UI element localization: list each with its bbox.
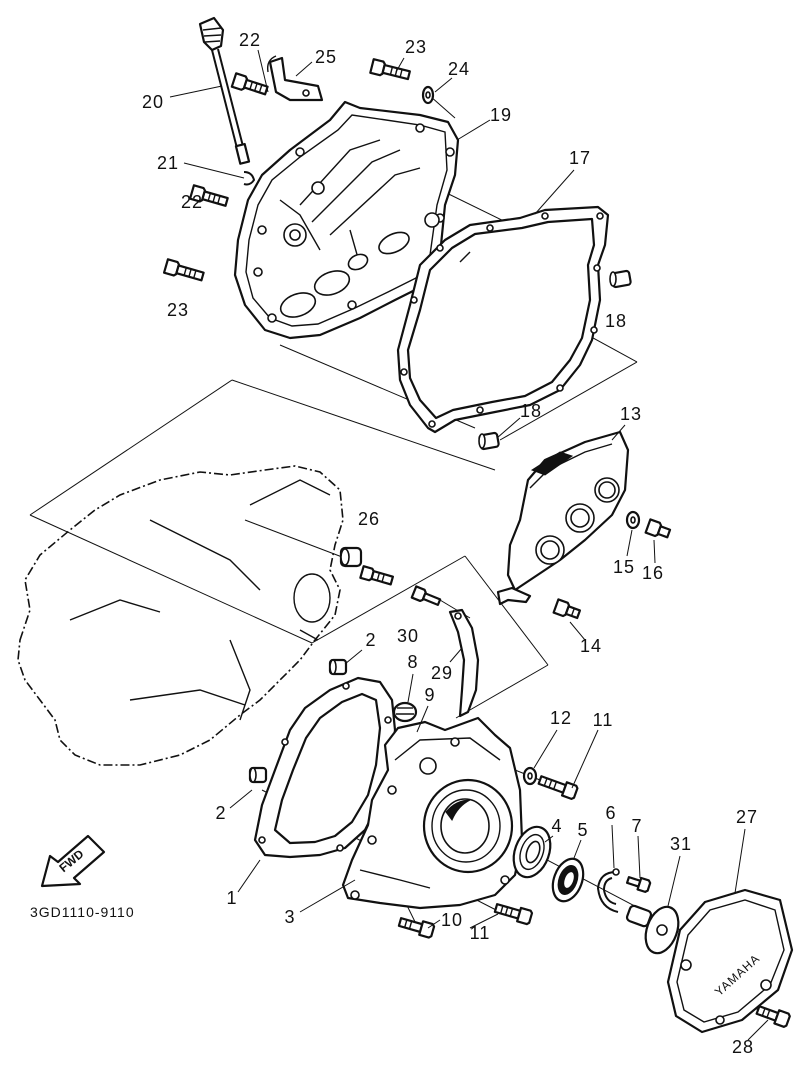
callout-19: 19 (490, 105, 512, 125)
dowel-pin-part-2-upper (328, 658, 348, 676)
cover-part-13 (496, 430, 630, 606)
callout-31: 31 (670, 834, 692, 854)
callout-18-lower: 18 (520, 401, 542, 421)
callout-23-upper: 23 (405, 37, 427, 57)
callout-16: 16 (642, 563, 664, 583)
callout-22-upper: 22 (239, 30, 261, 50)
callout-15: 15 (613, 557, 635, 577)
dowel-pin-part-2-lower (248, 766, 268, 784)
bolt-part-14 (552, 598, 582, 620)
bolt-part-10 (397, 917, 436, 939)
bracket-part-25 (266, 55, 324, 102)
callout-9: 9 (424, 685, 435, 705)
gasket-part-17 (396, 205, 610, 434)
callout-21: 21 (157, 153, 179, 173)
callout-26: 26 (358, 509, 380, 529)
bolt-part-30 (410, 585, 442, 606)
dowel-pin-part-18-lower (478, 431, 500, 451)
callout-6: 6 (605, 803, 616, 823)
crankcase-cover-part-19 (233, 100, 460, 340)
bolt-part-28 (755, 1005, 791, 1028)
bolt-part-26 (359, 565, 395, 586)
callout-1: 1 (226, 888, 237, 908)
generator-cover-part-3 (341, 716, 524, 910)
clip-part-21 (243, 171, 255, 186)
bolt-part-16 (644, 518, 672, 539)
gasket-part-1 (253, 676, 397, 859)
callout-8: 8 (407, 652, 418, 672)
callout-2-upper: 2 (365, 630, 376, 650)
callout-23-lower: 23 (167, 300, 189, 320)
dipstick-part-20 (198, 16, 251, 165)
shaft-part-31 (625, 904, 680, 955)
callout-28: 28 (732, 1037, 754, 1057)
bearing-part-5 (551, 857, 585, 903)
leader-lines (169, 49, 769, 1041)
callout-24: 24 (448, 59, 470, 79)
bracket-part-29 (448, 608, 480, 718)
plug-part-26 (339, 546, 363, 568)
forward-direction-arrow: FWD (40, 834, 106, 888)
callout-3: 3 (284, 907, 295, 927)
callout-7: 7 (631, 816, 642, 836)
circlip-part-6 (597, 868, 620, 913)
callout-29: 29 (431, 663, 453, 683)
plug-part-8 (392, 701, 418, 723)
bolt-part-11-lower (493, 903, 534, 926)
callout-25: 25 (315, 47, 337, 67)
callout-11-upper: 11 (593, 710, 614, 730)
callout-20: 20 (142, 92, 164, 112)
callout-27: 27 (736, 807, 758, 827)
callout-5: 5 (577, 820, 588, 840)
callout-11-lower: 11 (470, 923, 491, 943)
callout-30: 30 (397, 626, 419, 646)
bolt-part-11-upper (537, 775, 579, 800)
bolt-part-23-lower (162, 258, 205, 282)
callout-18-upper: 18 (605, 311, 627, 331)
callout-22-lower: 22 (181, 192, 203, 212)
screw-part-7 (625, 876, 652, 893)
callout-4: 4 (551, 816, 562, 836)
bolt-part-23-upper (369, 58, 411, 81)
oil-seal-part-4 (512, 825, 552, 879)
crankcase-cover-part-27: YAMAHA (666, 888, 794, 1034)
callout-labels: 1 2 2 3 4 5 6 7 8 9 10 11 11 12 13 14 15… (142, 30, 758, 1057)
callout-14: 14 (580, 636, 602, 656)
dowel-pin-part-18-upper (609, 269, 632, 289)
washer-part-24 (421, 85, 435, 105)
callout-12: 12 (550, 708, 572, 728)
callout-2-lower: 2 (215, 803, 226, 823)
bolt-part-22-lower (188, 184, 229, 207)
callout-17: 17 (569, 148, 591, 168)
callout-13: 13 (620, 404, 642, 424)
washer-part-12 (522, 766, 538, 786)
crankcase-outline (17, 465, 344, 766)
drawing-code: 3GD1110-9110 (30, 904, 135, 920)
callout-10: 10 (441, 910, 463, 930)
washer-part-15 (625, 510, 641, 530)
bolt-part-22-upper (230, 72, 269, 96)
